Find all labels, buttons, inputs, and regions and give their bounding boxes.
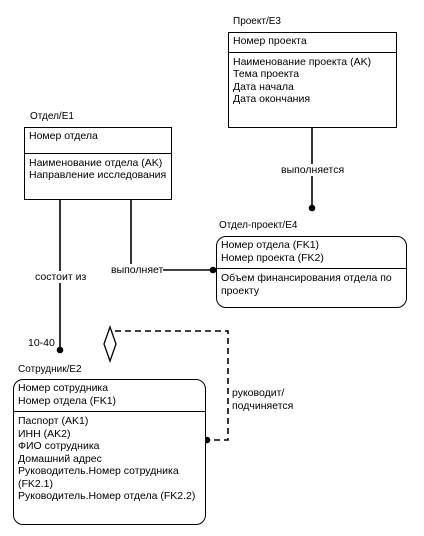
rel-label-consists-of: состоит из [35,271,87,283]
employee-attr: Руководитель.Номер сотрудника (FK2.1) [18,465,179,490]
employee-attr: ИНН (AK2) [18,427,71,440]
deptproject-attributes: Объем финансирования отдела по проекту [217,269,406,300]
project-key-section: Номер проекта [229,33,396,53]
project-attr: Дата окончания [233,93,311,105]
department-entity[interactable]: Номер отдела Наименование отдела (AK) На… [24,127,172,200]
employee-key-section: Номер сотрудника Номер отдела (FK1) [14,380,205,412]
project-attr: Дата начала [233,80,294,93]
deptproject-entity[interactable]: Номер отдела (FK1) Номер проекта (FK2) О… [216,236,407,308]
diamond-icon [103,325,117,363]
dot-employee-top [56,346,64,354]
department-attr: Наименование отдела (AK) [29,156,163,169]
employee-attributes: Паспорт (AK1) ИНН (AK2) ФИО сотрудника Д… [14,412,205,506]
deptproject-key-attr: Номер проекта (FK2) [221,251,324,264]
deptproject-key-section: Номер отдела (FK1) Номер проекта (FK2) [217,237,406,269]
employee-attr: Руководитель.Номер отдела (FK2.2) [18,490,196,502]
rel-label-manages: руководит/ подчиняется [232,387,312,413]
employee-entity-title: Сотрудник/E2 [18,364,82,375]
rel-label-executes: выполняет [111,264,164,276]
rel-label-executed: выполняется [281,164,345,176]
deptproject-key-attr: Номер отдела (FK1) [221,239,320,251]
deptproject-entity-title: Отдел-проект/E4 [219,220,298,231]
department-entity-title: Отдел/E1 [30,111,74,122]
dot-deptproject-left [209,266,217,274]
employee-key-attr: Номер сотрудника [18,382,109,394]
department-attr: Направление исследования [29,169,167,181]
employee-entity[interactable]: Номер сотрудника Номер отдела (FK1) Пасп… [13,379,206,525]
project-attr: Тема проекта [233,68,300,80]
dot-deptproject-top [308,204,316,212]
employee-attr: Домашний адрес [18,452,102,465]
project-attr: Наименование проекта (AK) [233,55,372,68]
project-entity-title: Проект/E3 [233,16,281,27]
employee-attr: Паспорт (AK1) [18,415,89,427]
department-key-attr: Номер отдела [29,130,98,142]
department-attributes: Наименование отдела (AK) Направление исс… [25,154,171,185]
department-key-section: Номер отдела [25,128,171,154]
rel-label-cardinality: 10-40 [28,337,55,349]
project-key-attr: Номер проекта [233,35,307,47]
deptproject-attr: Объем финансирования отдела по проекту [221,272,392,297]
employee-attr: ФИО сотрудника [18,440,100,452]
line-employee-recursive [109,330,229,441]
employee-key-attr: Номер отдела (FK1) [18,394,117,407]
project-entity[interactable]: Номер проекта Наименование проекта (AK) … [228,32,397,128]
project-attributes: Наименование проекта (AK) Тема проекта Д… [229,53,396,109]
